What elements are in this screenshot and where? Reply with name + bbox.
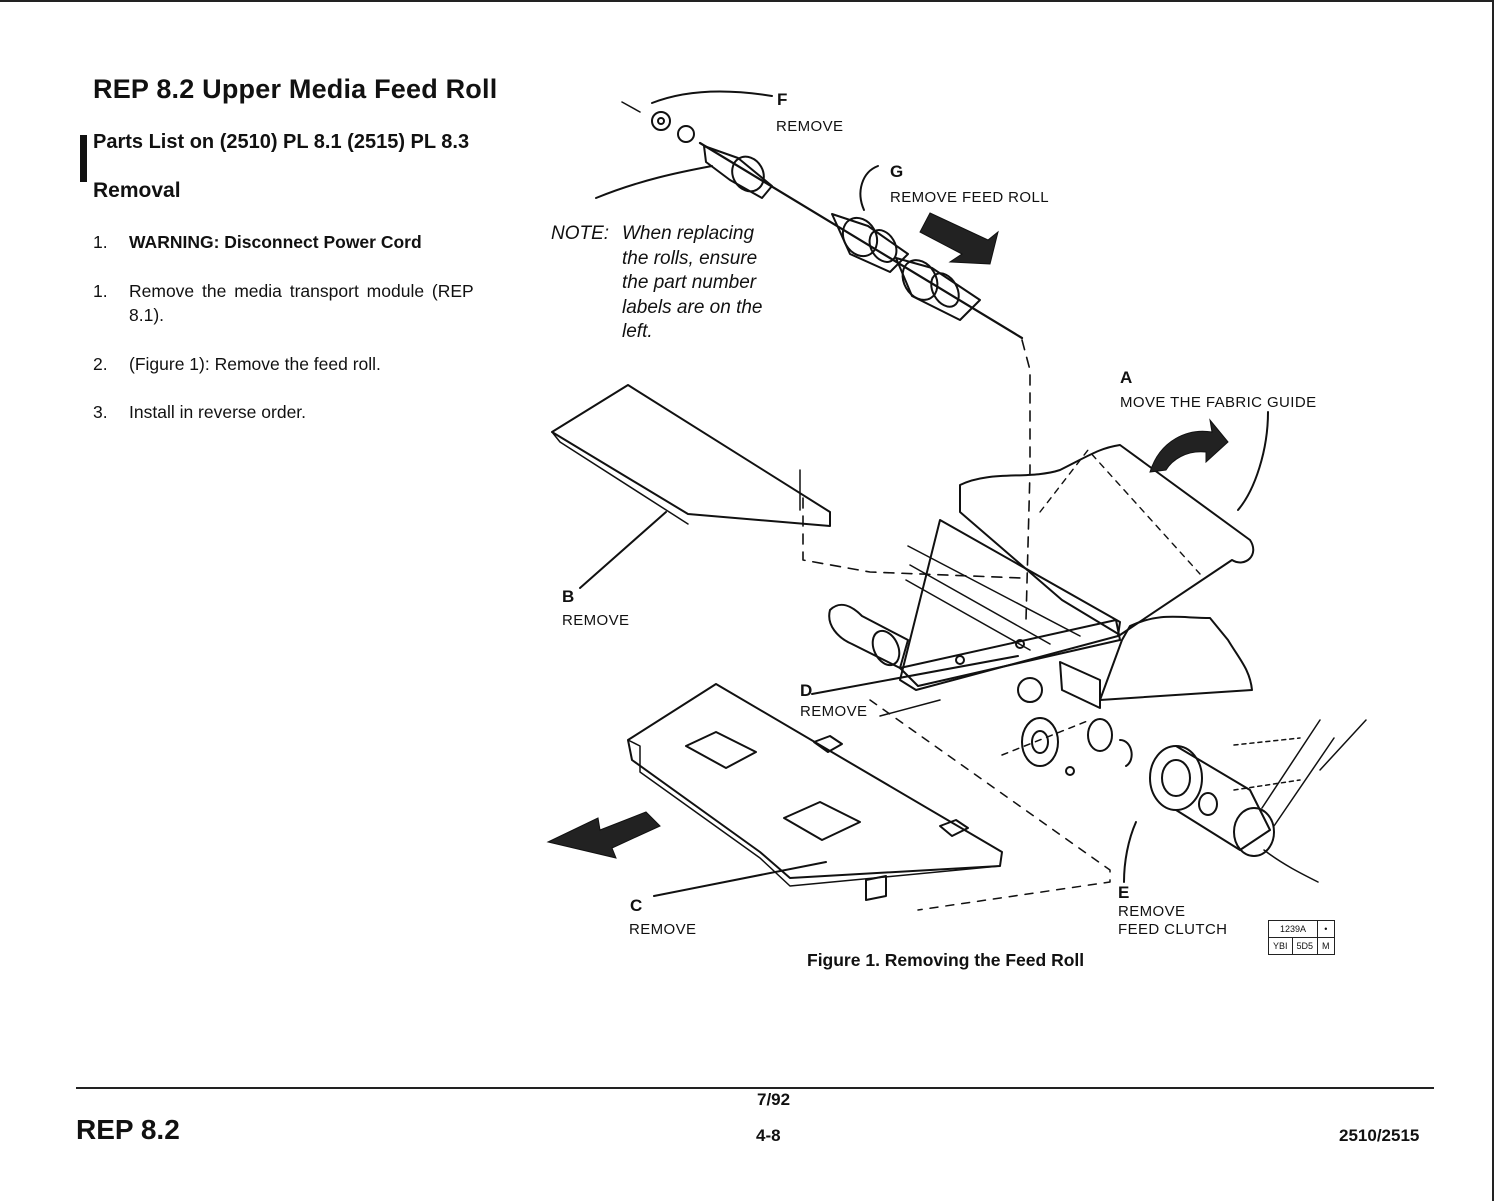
footer-rule <box>76 1087 1434 1089</box>
page-title: REP 8.2 Upper Media Feed Roll <box>93 74 498 104</box>
callout-c-letter: C <box>630 896 643 915</box>
bushing <box>1021 717 1059 767</box>
alignment-dashed-line <box>1021 339 1031 621</box>
shaft-leader <box>595 165 713 199</box>
right-side-frame <box>1099 615 1253 701</box>
procedure-step: 2. (Figure 1): Remove the feed roll. <box>93 352 533 378</box>
note-line: labels are on the <box>622 296 763 318</box>
callout-b-leader <box>579 511 667 589</box>
procedure-step: 1. Remove the media transport module (RE… <box>93 279 533 331</box>
page-border-top <box>0 0 1494 2</box>
stamp-code: 5D5 <box>1291 937 1319 955</box>
replacement-note: NOTE: When replacing the rolls, ensure t… <box>551 222 811 352</box>
procedure-step: 3. Install in reverse order. <box>93 400 533 426</box>
step-number: 2. <box>93 354 108 374</box>
note-line: When replacing <box>622 223 755 244</box>
tray-remove-arrow <box>546 811 661 859</box>
note-body: When replacing the rolls, ensure the par… <box>622 222 802 345</box>
procedure-step: 1. WARNING: Disconnect Power Cord <box>93 230 533 256</box>
footer-date: 7/92 <box>757 1090 791 1109</box>
callout-e-label-line2: FEED CLUTCH <box>1118 921 1228 938</box>
callout-a-letter: A <box>1120 368 1133 387</box>
media-transport-tray <box>627 683 1003 879</box>
footer-procedure-id: REP 8.2 <box>76 1114 180 1145</box>
footer-model: 2510/2515 <box>1339 1126 1420 1145</box>
callout-b-letter: B <box>562 587 575 606</box>
note-line: the rolls, ensure <box>622 247 758 269</box>
stamp-figure-number: 1239A <box>1267 920 1319 938</box>
feed-clutch <box>1149 745 1203 811</box>
clutch-housing <box>1233 807 1275 857</box>
callout-e-leader <box>1123 821 1137 883</box>
callout-f-leader <box>651 90 773 104</box>
step-warning-text: WARNING: Disconnect Power Cord <box>129 232 422 252</box>
step-text: Remove the media transport module (REP <box>129 281 474 301</box>
step-number: 1. <box>93 281 108 301</box>
feed-roll-right <box>895 257 981 321</box>
page-border-right <box>1492 0 1494 1201</box>
callout-g-label: REMOVE FEED ROLL <box>890 189 1049 206</box>
footer-page-number: 4-8 <box>756 1126 781 1145</box>
bearing-clip <box>677 125 695 143</box>
feed-roll-shaft <box>698 141 1024 340</box>
fabric-guide-move-arrow <box>1149 418 1229 473</box>
callout-c-label: REMOVE <box>629 921 697 938</box>
callout-a-leader <box>1237 411 1269 511</box>
figure-caption: Figure 1. Removing the Feed Roll <box>807 950 1085 970</box>
step-text: (Figure 1): Remove the feed roll. <box>129 354 381 374</box>
callout-d-label: REMOVE <box>800 703 868 720</box>
bearing-hole <box>1017 677 1043 703</box>
note-label: NOTE: <box>551 223 610 244</box>
lower-roll <box>828 603 909 669</box>
feed-roll-remove-arrow <box>919 212 999 265</box>
media-guide-sheet <box>551 384 831 527</box>
step-number: 3. <box>93 402 108 422</box>
figure-id-stamp: 1239A • YBI 5D5 M <box>1267 920 1335 955</box>
callout-c-leader <box>653 861 827 897</box>
callout-e-label: REMOVE <box>1118 903 1186 920</box>
lower-roll-plate <box>899 619 1121 687</box>
note-line: the part number <box>622 272 757 293</box>
callout-g-letter: G <box>890 162 904 181</box>
shaft-bearing <box>703 145 773 199</box>
e-ring-clip <box>651 111 671 131</box>
spring-clip <box>1119 739 1133 767</box>
bushing-ring <box>1087 718 1113 752</box>
stamp-mark: • <box>1317 920 1335 938</box>
stamp-code: M <box>1317 937 1335 955</box>
step-text: Install in reverse order. <box>129 402 307 422</box>
fabric-guide <box>959 444 1255 636</box>
stamp-code: YBI <box>1268 937 1293 955</box>
callout-f-label: REMOVE <box>776 118 844 135</box>
note-line: left. <box>622 321 653 342</box>
revision-bar <box>80 135 87 182</box>
step-number: 1. <box>93 232 108 252</box>
callout-g-leader <box>859 165 879 211</box>
callout-d-letter: D <box>800 681 813 700</box>
step-text-continued: 8.1). <box>129 305 165 325</box>
callout-a-label: MOVE THE FABRIC GUIDE <box>1120 394 1317 411</box>
callout-b-label: REMOVE <box>562 612 630 629</box>
callout-d-leader <box>811 655 1019 695</box>
callout-e-letter: E <box>1118 883 1130 902</box>
callout-f-letter: F <box>777 90 788 109</box>
section-heading-removal: Removal <box>93 179 181 202</box>
parts-list-heading: Parts List on (2510) PL 8.1 (2515) PL 8.… <box>93 131 470 153</box>
